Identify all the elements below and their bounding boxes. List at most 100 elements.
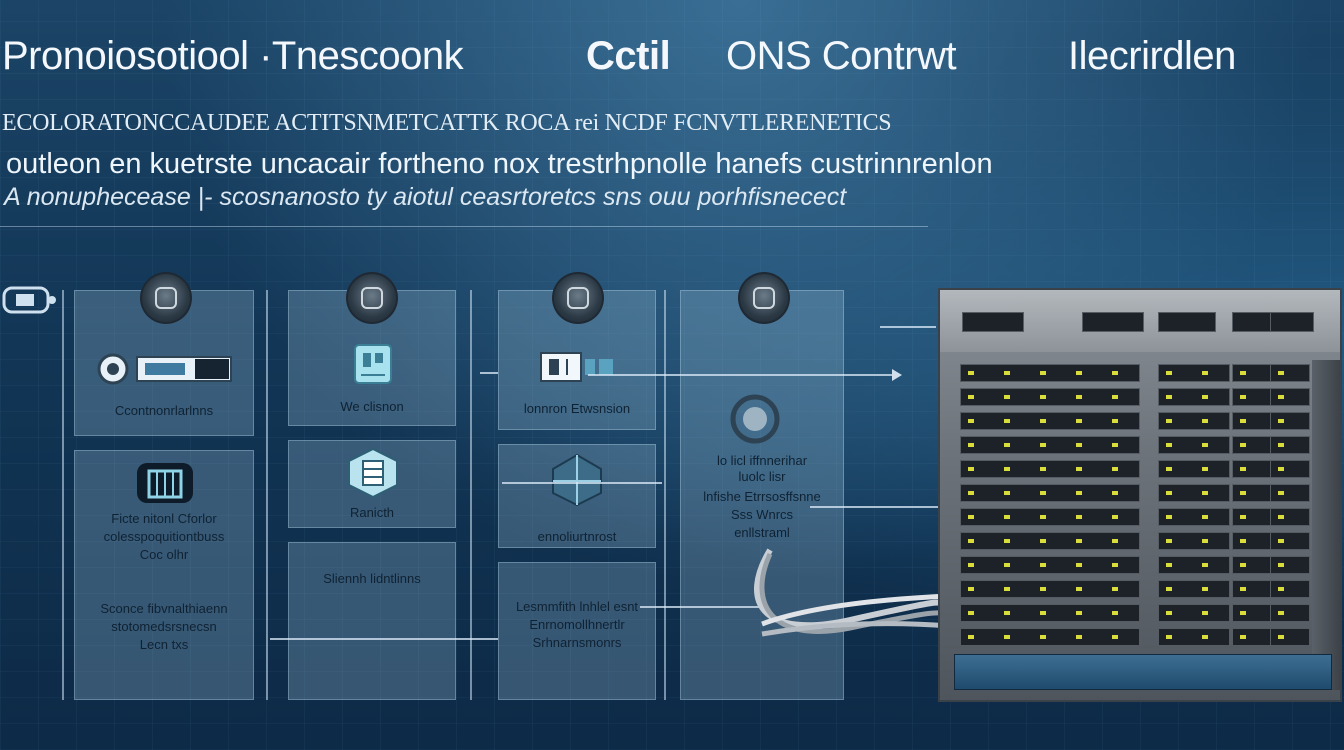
rack-side-panel [1312, 360, 1342, 690]
rack-port [1202, 563, 1208, 567]
connector-line [588, 374, 892, 376]
rack-port [1166, 467, 1172, 471]
rack-slot [1232, 556, 1272, 574]
rack-port [968, 635, 974, 639]
rack-port [1240, 515, 1246, 519]
rack-port [1240, 467, 1246, 471]
rack-port [1112, 563, 1118, 567]
rack-port [968, 371, 974, 375]
rack-port [1076, 419, 1082, 423]
rack-port [1166, 611, 1172, 615]
rack-slot [1158, 364, 1230, 382]
rack-port [1278, 587, 1284, 591]
rack-chassis [938, 288, 1342, 702]
rack-port [1166, 587, 1172, 591]
rack-port [1076, 467, 1082, 471]
rack-port [1004, 515, 1010, 519]
shield-icon [343, 447, 403, 499]
rack-port [1278, 491, 1284, 495]
rack-port [968, 491, 974, 495]
title-part-2: Cctil [586, 34, 671, 78]
rack-slot [1232, 460, 1272, 478]
rack-port [1004, 371, 1010, 375]
rack-port [1202, 515, 1208, 519]
card-2-bottom: Sliennh lidntlinns [288, 542, 456, 700]
rack-slot [1270, 364, 1310, 382]
rack-port [1004, 443, 1010, 447]
rack-port [1112, 371, 1118, 375]
rack-port [1202, 491, 1208, 495]
rack-port [1240, 635, 1246, 639]
rack-port [1240, 587, 1246, 591]
rack-port [1040, 467, 1046, 471]
rack-port [1240, 395, 1246, 399]
network-icon [547, 451, 607, 507]
arrow-icon [892, 369, 902, 381]
rack-port [968, 419, 974, 423]
rack-slot [1232, 604, 1272, 622]
rack-slot [1270, 628, 1310, 646]
rack-slot [960, 388, 1140, 406]
title-divider [0, 226, 928, 227]
bubble-icon-1 [140, 272, 192, 324]
rack-slot [1270, 460, 1310, 478]
connector-line [480, 372, 498, 374]
rack-slot [1158, 412, 1230, 430]
card-4-mid-line-1: lnfishe Etrrsosffsnne [703, 489, 821, 504]
cable-bundle [754, 548, 952, 637]
rack-port [1076, 491, 1082, 495]
rack-slot [1270, 532, 1310, 550]
rack-port [1076, 395, 1082, 399]
rack-port [1040, 395, 1046, 399]
rack-port [1040, 515, 1046, 519]
rack-port [1076, 611, 1082, 615]
rack-port [1278, 443, 1284, 447]
rack-port [1040, 539, 1046, 543]
rack-port [1202, 419, 1208, 423]
rack-base [954, 654, 1332, 690]
rack-slot [960, 508, 1140, 526]
rack-port [1076, 443, 1082, 447]
rack-port [1040, 419, 1046, 423]
rack-slot [960, 556, 1140, 574]
rack-slot [960, 412, 1140, 430]
rack-port [1240, 443, 1246, 447]
rack-port [968, 395, 974, 399]
connector-line [270, 638, 498, 640]
card-2-top-label: We clisnon [340, 399, 404, 414]
rack-port [1076, 587, 1082, 591]
rack-slot [960, 532, 1140, 550]
rack-port [1202, 467, 1208, 471]
rack-slot [1158, 460, 1230, 478]
bubble-icon-3 [552, 272, 604, 324]
server-icon [97, 349, 237, 389]
rack-port [1040, 371, 1046, 375]
rack-port [1166, 635, 1172, 639]
bubble-icon-2 [346, 272, 398, 324]
page-title: Pronoiosotiool ·Tnescoonk Cctil ONS Cont… [0, 28, 1344, 88]
card-3-bottom: Lesmmfith lnhlel esnt Enrnomollhnertlr S… [498, 562, 656, 700]
rack-port [1278, 467, 1284, 471]
rack-port [1166, 395, 1172, 399]
rack-slot [960, 436, 1140, 454]
rack-slot [1158, 532, 1230, 550]
rack-slot [960, 460, 1140, 478]
rack-port [1112, 587, 1118, 591]
rack-port [1040, 611, 1046, 615]
rack-port [1166, 443, 1172, 447]
rack-port [1076, 635, 1082, 639]
rack-port [1004, 467, 1010, 471]
card-3-mid: ennoliurtnrost [498, 444, 656, 548]
card-4-top-line-1: lo licl iffnnerihar [716, 453, 808, 468]
column-divider [62, 290, 64, 700]
column-divider [470, 290, 472, 700]
rack-port [1240, 491, 1246, 495]
rack-port [1202, 587, 1208, 591]
card-3-bottom-line-2: Enrnomollhnertlr [529, 617, 625, 632]
card-1-top: Ccontnonrlarlnns [74, 290, 254, 436]
rack-slot [1158, 604, 1230, 622]
rack-slot [1232, 628, 1272, 646]
subtitle-line-1: ECOLORATONCCAUDEE ACTITSNMETCATTK ROCA r… [2, 110, 892, 136]
rack-slot [1232, 508, 1272, 526]
rack-slot [1082, 312, 1144, 332]
